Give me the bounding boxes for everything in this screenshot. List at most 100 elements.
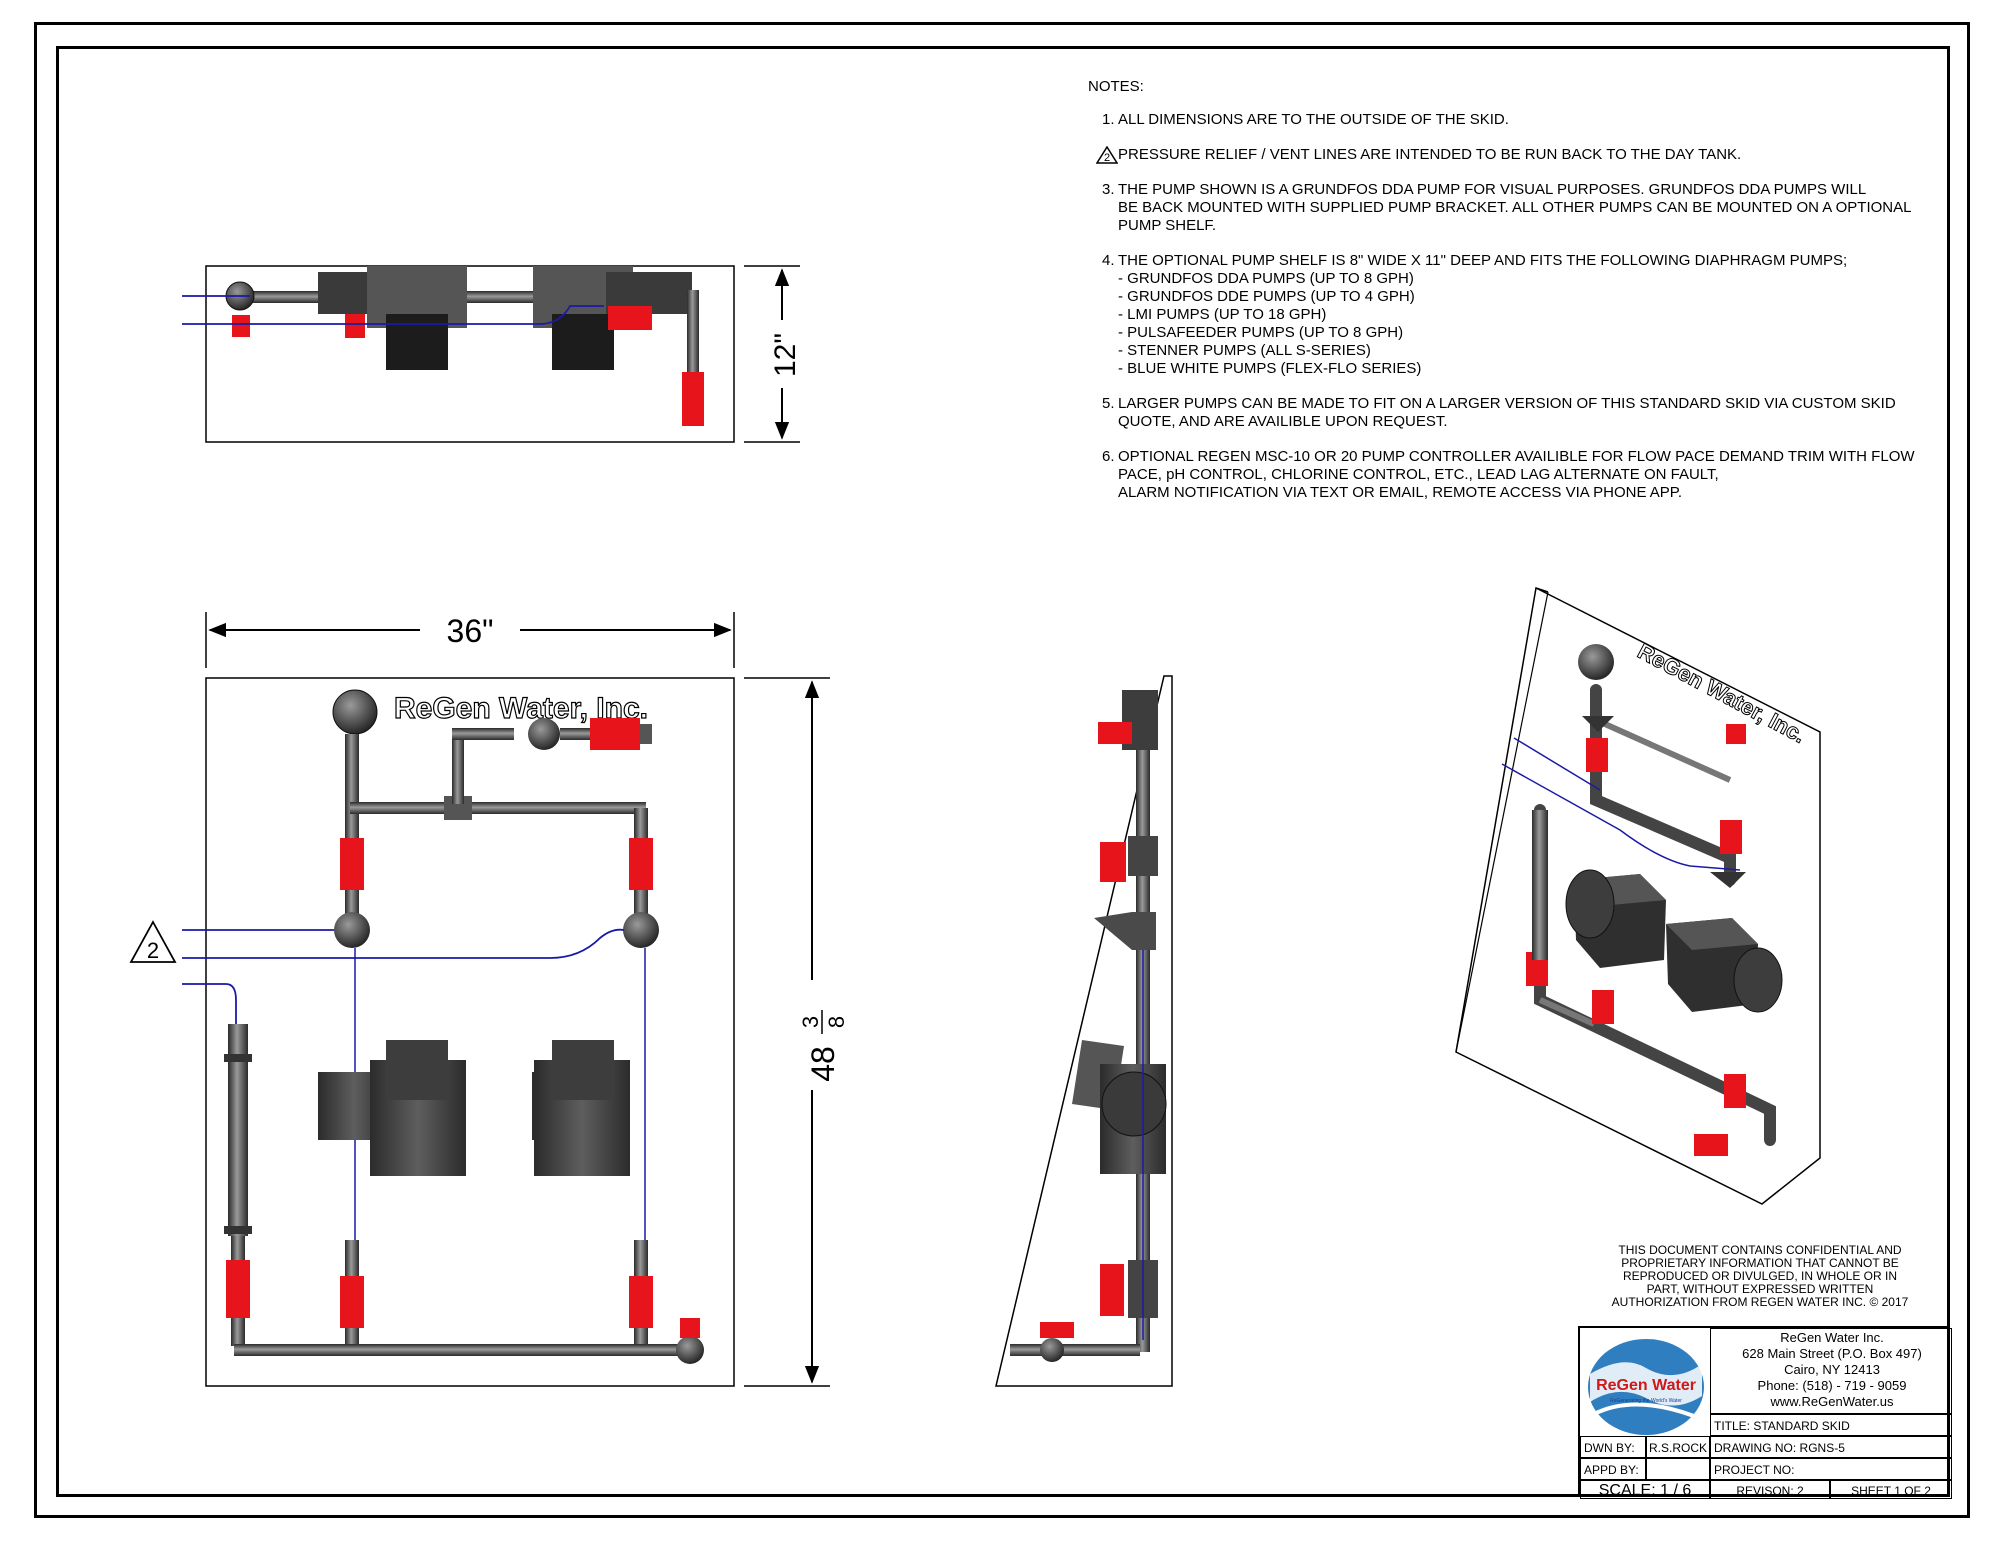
header-pipe	[350, 802, 646, 814]
valve-column	[226, 1260, 250, 1318]
iso-valve-1	[1586, 738, 1608, 772]
note-line: - LMI PUMPS (UP TO 18 GPH)	[1118, 306, 1327, 323]
iso-valve-2	[1720, 820, 1742, 854]
scale: SCALE: 1 / 6	[1580, 1480, 1710, 1499]
confidential-line: PROPRIETARY INFORMATION THAT CANNOT BE	[1621, 1256, 1899, 1270]
pump-left	[318, 1040, 466, 1176]
note-line: THE OPTIONAL PUMP SHELF IS 8" WIDE X 11"…	[1118, 252, 1848, 269]
side-view	[995, 675, 1173, 1387]
note-line: - STENNER PUMPS (ALL S-SERIES)	[1118, 342, 1371, 359]
iso-valve-7	[1726, 724, 1746, 744]
drawn-by-value: R.S.ROCK	[1646, 1436, 1710, 1458]
iso-tubes	[1501, 737, 1741, 871]
iso-label: ReGen Water, Inc.	[1634, 638, 1810, 748]
company-website: www.ReGenWater.us	[1770, 1394, 1894, 1409]
note-line: OPTIONAL REGEN MSC-10 OR 20 PUMP CONTROL…	[1118, 448, 1915, 465]
drawing-border-inner	[56, 46, 1950, 1497]
riser-pipe	[452, 740, 464, 804]
company-phone: Phone: (518) - 719 - 9059	[1757, 1378, 1907, 1393]
dimension-height: 48 3 8	[798, 1010, 849, 1082]
top-view-outline	[205, 265, 735, 443]
address-line-1: 628 Main Street (P.O. Box 497)	[1742, 1346, 1922, 1361]
note-text: PRESSURE RELIEF / VENT LINES ARE INTENDE…	[1118, 146, 1742, 163]
revision: REVISON: 2	[1710, 1480, 1830, 1499]
revision-triangle-icon	[129, 920, 177, 963]
company-logo: ReGen Water ReGenerating the World's Wat…	[1584, 1334, 1708, 1440]
note-5: 5. LARGER PUMPS CAN BE MADE TO FIT ON A …	[1102, 395, 1968, 431]
side-valve-lower	[1100, 1264, 1124, 1316]
address-cell	[1710, 1328, 1952, 1414]
note-line: PACE, pH CONTROL, CHLORINE CONTROL, ETC.…	[1118, 466, 1719, 483]
outlet-pipe	[560, 728, 590, 740]
note-2: 2 PRESSURE RELIEF / VENT LINES ARE INTEN…	[1096, 146, 1968, 164]
note-3: 3. THE PUMP SHOWN IS A GRUNDFOS DDA PUMP…	[1102, 181, 1968, 235]
confidential-notice: THIS DOCUMENT CONTAINS CONFIDENTIAL AND …	[1600, 1244, 1920, 1309]
drawing-border-outer	[34, 22, 1970, 1518]
side-valve-mid	[1100, 842, 1126, 882]
calibration-column	[228, 1024, 248, 1236]
address-line-2: Cairo, NY 12413	[1784, 1362, 1880, 1377]
pressure-gauge	[332, 689, 378, 735]
note-number: 6.	[1102, 448, 1115, 465]
side-injector	[1094, 912, 1156, 950]
approved-by-label: APPD BY:	[1580, 1458, 1646, 1480]
suction-valve	[676, 1336, 704, 1364]
sheet-number: SHEET 1 OF 2	[1830, 1480, 1952, 1499]
revision-number: 2	[1104, 152, 1110, 164]
side-view-outline	[995, 675, 1173, 1387]
injector-right	[623, 912, 659, 948]
drawn-by-label: DWN BY:	[1580, 1436, 1646, 1458]
valve-left-upper	[340, 838, 364, 890]
note-number: 4.	[1102, 252, 1115, 269]
side-suction-pipe	[1010, 1344, 1140, 1356]
injector-left	[334, 912, 370, 948]
top-valve-red-1	[232, 315, 250, 337]
note-line: - GRUNDFOS DDA PUMPS (UP TO 8 GPH)	[1118, 270, 1414, 287]
drawing-number: DRAWING NO: RGNS-5	[1710, 1436, 1952, 1458]
title-field: TITLE: STANDARD SKID	[1710, 1414, 1952, 1436]
iso-valve-6	[1694, 1134, 1728, 1156]
note-line: - BLUE WHITE PUMPS (FLEX-FLO SERIES)	[1118, 360, 1422, 377]
company-address: ReGen Water Inc. 628 Main Street (P.O. B…	[1712, 1328, 1952, 1410]
valve-left-lower	[340, 1276, 364, 1328]
iso-valve-4	[1592, 990, 1614, 1024]
pump-top-2-motor	[552, 314, 614, 370]
iso-valve-5	[1724, 1074, 1746, 1108]
company-name: ReGen Water Inc.	[1780, 1330, 1884, 1345]
top-valve-red-4	[682, 372, 704, 426]
note-line: PUMP SHELF.	[1118, 217, 1217, 234]
iso-pump-1	[1565, 869, 1666, 968]
note-line: - PULSAFEEDER PUMPS (UP TO 8 GPH)	[1118, 324, 1404, 341]
notes-block: NOTES: 1. ALL DIMENSIONS ARE TO THE OUTS…	[1088, 78, 1968, 519]
note-line: - GRUNDFOS DDE PUMPS (UP TO 4 GPH)	[1118, 288, 1415, 305]
note-line: ALARM NOTIFICATION VIA TEXT OR EMAIL, RE…	[1118, 484, 1683, 501]
note-line: THE PUMP SHOWN IS A GRUNDFOS DDA PUMP FO…	[1118, 181, 1867, 198]
note-4: 4. THE OPTIONAL PUMP SHELF IS 8" WIDE X …	[1102, 252, 1968, 378]
callout-number: 2	[147, 938, 159, 963]
confidential-line: AUTHORIZATION FROM REGEN WATER INC. © 20…	[1611, 1295, 1909, 1309]
iso-gauge	[1578, 644, 1614, 680]
iso-calibration-column	[1532, 810, 1548, 960]
dimension-height-numerator: 3	[798, 1016, 823, 1028]
front-view: 36" 48 3 8 ReGen Water, Inc.	[129, 612, 849, 1387]
valve-right-upper	[629, 838, 653, 890]
logo-tagline: ReGenerating the World's Water	[1610, 1398, 1682, 1404]
project-number: PROJECT NO:	[1710, 1458, 1952, 1480]
note-1: 1. ALL DIMENSIONS ARE TO THE OUTSIDE OF …	[1102, 111, 1968, 129]
iso-pump-2	[1666, 918, 1783, 1013]
note-number: 5.	[1102, 395, 1115, 412]
outlet-valve-red	[590, 718, 640, 750]
note-number: 1.	[1102, 111, 1115, 128]
note-6: 6. OPTIONAL REGEN MSC-10 OR 20 PUMP CONT…	[1102, 448, 1968, 502]
iso-outline	[1455, 586, 1821, 1205]
check-valve	[528, 718, 560, 750]
dimension-top-height: 12"	[769, 333, 802, 377]
logo-text: ReGen Water	[1596, 1377, 1696, 1394]
revision-triangle-icon: 2	[1096, 146, 1118, 164]
top-vertical-pipe	[687, 290, 699, 380]
note-text: ALL DIMENSIONS ARE TO THE OUTSIDE OF THE…	[1118, 111, 1509, 128]
vent-tube	[182, 928, 625, 1024]
top-view: 12"	[182, 265, 802, 443]
note-line: BE BACK MOUNTED WITH SUPPLIED PUMP BRACK…	[1118, 199, 1912, 216]
